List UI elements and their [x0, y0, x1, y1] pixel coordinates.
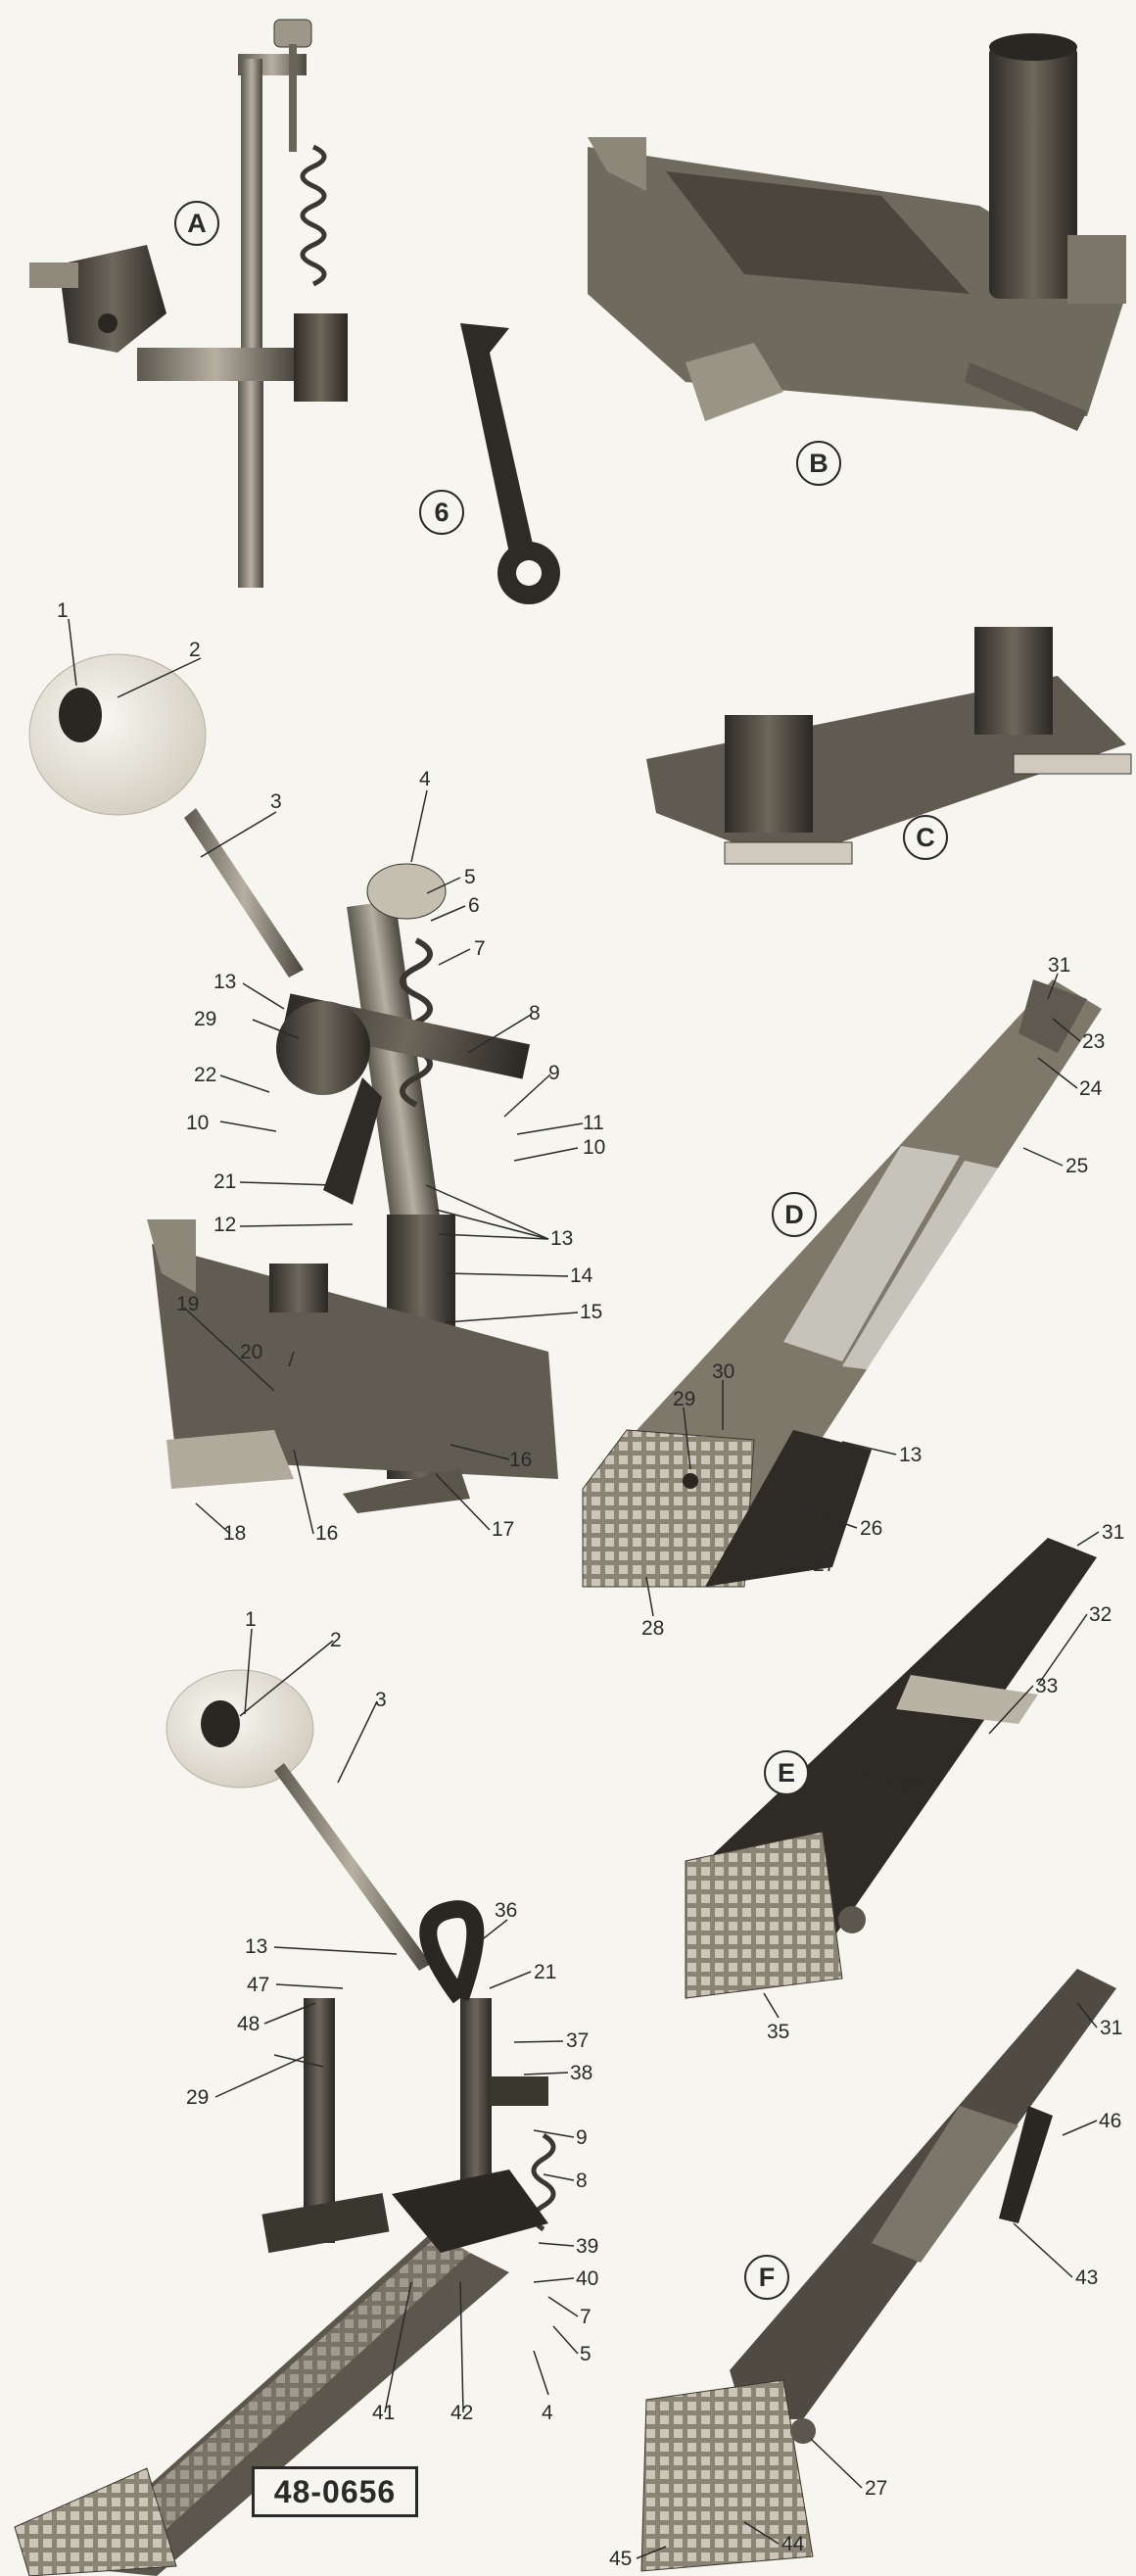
assembly-c-illustration	[646, 627, 1132, 865]
assembly-b-illustration	[588, 33, 1126, 431]
callout-l-42: 42	[450, 2402, 474, 2424]
callout-17: 17	[492, 1518, 515, 1541]
assembly-a-illustration	[29, 19, 348, 588]
assembly-f-label: F	[744, 2255, 789, 2300]
callout-f-44: 44	[781, 2533, 805, 2555]
callout-l-39: 39	[576, 2235, 599, 2258]
callout-e-34: 34	[899, 1774, 923, 1796]
callout-4: 4	[419, 768, 431, 790]
wrench-illustration	[460, 323, 560, 604]
callout-l-7: 7	[580, 2306, 592, 2328]
callout-l-36: 36	[495, 1899, 518, 1922]
callout-l-4: 4	[542, 2402, 553, 2424]
callout-13: 13	[213, 971, 237, 993]
callout-13b: 13	[550, 1227, 574, 1250]
assembly-b-label: B	[796, 441, 841, 486]
footboard-e-illustration	[685, 1538, 1097, 1999]
upper-pedal-illustration	[28, 653, 558, 1513]
callout-f-43: 43	[1075, 2266, 1099, 2289]
callout-18: 18	[223, 1522, 247, 1545]
callout-d-26: 26	[860, 1517, 883, 1540]
callout-e-32: 32	[1089, 1603, 1112, 1626]
callout-7: 7	[474, 937, 486, 960]
callout-l-5: 5	[580, 2343, 592, 2365]
callout-1: 1	[57, 599, 69, 622]
assembly-a-label: A	[174, 201, 219, 246]
callout-l-41: 41	[372, 2402, 396, 2424]
callout-d-27: 27	[813, 1553, 836, 1576]
callout-d-23: 23	[1082, 1030, 1106, 1053]
catalog-number: 48-0656	[252, 2466, 418, 2517]
callout-16b: 16	[509, 1449, 533, 1471]
callout-f-31: 31	[1100, 2017, 1123, 2039]
callout-16: 16	[315, 1522, 339, 1545]
callout-9: 9	[548, 1062, 560, 1084]
callout-e-31: 31	[1102, 1521, 1125, 1544]
footboard-f-illustration	[640, 1969, 1116, 2572]
callout-l-1: 1	[245, 1608, 257, 1631]
callout-d-24: 24	[1079, 1077, 1103, 1100]
callout-l-8: 8	[576, 2170, 588, 2192]
callout-l-29: 29	[186, 2086, 210, 2109]
callout-12: 12	[213, 1214, 237, 1236]
callout-29: 29	[194, 1008, 217, 1030]
callout-f-45: 45	[609, 2548, 633, 2570]
callout-5: 5	[464, 866, 476, 888]
callout-d-29: 29	[673, 1388, 696, 1410]
callout-l-9: 9	[576, 2126, 588, 2149]
callout-15: 15	[580, 1301, 603, 1323]
callout-6: 6	[468, 894, 480, 917]
callout-l-13: 13	[245, 1935, 268, 1958]
callout-8: 8	[529, 1002, 541, 1025]
callout-10: 10	[186, 1112, 210, 1134]
lower-pedal-illustration	[14, 1669, 556, 2576]
callout-14: 14	[570, 1264, 593, 1287]
assembly-c-label: C	[903, 815, 948, 860]
callout-19: 19	[176, 1293, 200, 1315]
callout-l-21: 21	[534, 1961, 557, 1983]
callout-l-2: 2	[330, 1629, 342, 1651]
wrench-label: 6	[419, 490, 464, 535]
callout-11: 11	[583, 1112, 604, 1134]
callout-e-35: 35	[767, 2021, 790, 2043]
callout-e-33: 33	[1035, 1675, 1059, 1697]
callout-f-27: 27	[865, 2477, 888, 2500]
callout-10b: 10	[583, 1136, 606, 1159]
callout-f-46: 46	[1099, 2110, 1122, 2132]
callout-d-13: 13	[899, 1444, 923, 1466]
callout-l-48: 48	[237, 2013, 260, 2035]
callout-d-31: 31	[1048, 954, 1071, 977]
assembly-e-label: E	[764, 1750, 809, 1795]
footboard-d-illustration	[582, 979, 1102, 1588]
assembly-d-label: D	[772, 1192, 817, 1237]
callout-d-25: 25	[1065, 1155, 1089, 1177]
callout-22: 22	[194, 1064, 217, 1086]
callout-d-28: 28	[641, 1617, 665, 1640]
callout-20: 20	[240, 1341, 263, 1363]
callout-21: 21	[213, 1170, 237, 1193]
callout-l-3: 3	[375, 1689, 387, 1711]
callout-3: 3	[270, 790, 282, 813]
leader-lines	[68, 618, 1100, 2559]
callout-l-37: 37	[566, 2029, 590, 2052]
callout-l-40: 40	[576, 2267, 599, 2290]
callout-l-47: 47	[247, 1974, 270, 1996]
callout-d-30: 30	[712, 1360, 735, 1383]
callout-l-38: 38	[570, 2062, 593, 2084]
callout-2: 2	[189, 639, 201, 661]
